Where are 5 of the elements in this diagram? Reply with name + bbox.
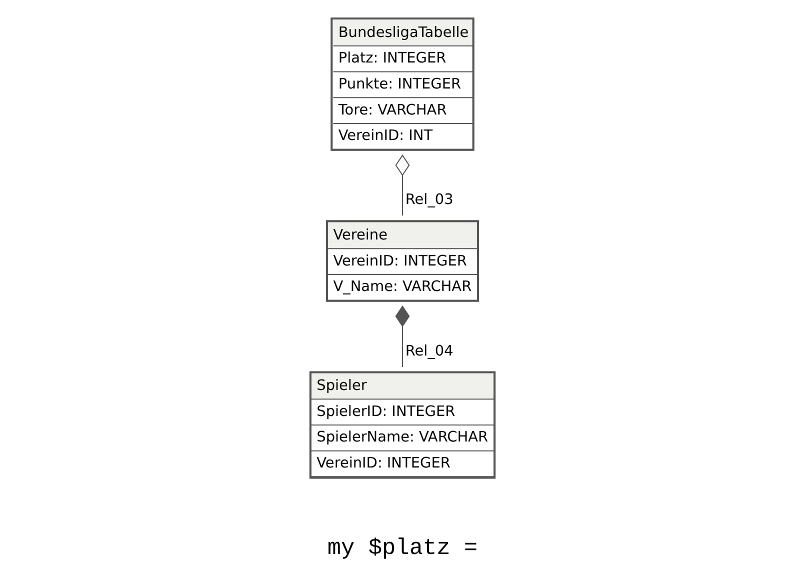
edge-label: Rel_03 — [404, 192, 453, 208]
label: my $platz = — [326, 534, 478, 561]
connector — [394, 305, 410, 367]
edge-label: Rel_04 — [404, 343, 453, 360]
connector — [394, 154, 410, 216]
